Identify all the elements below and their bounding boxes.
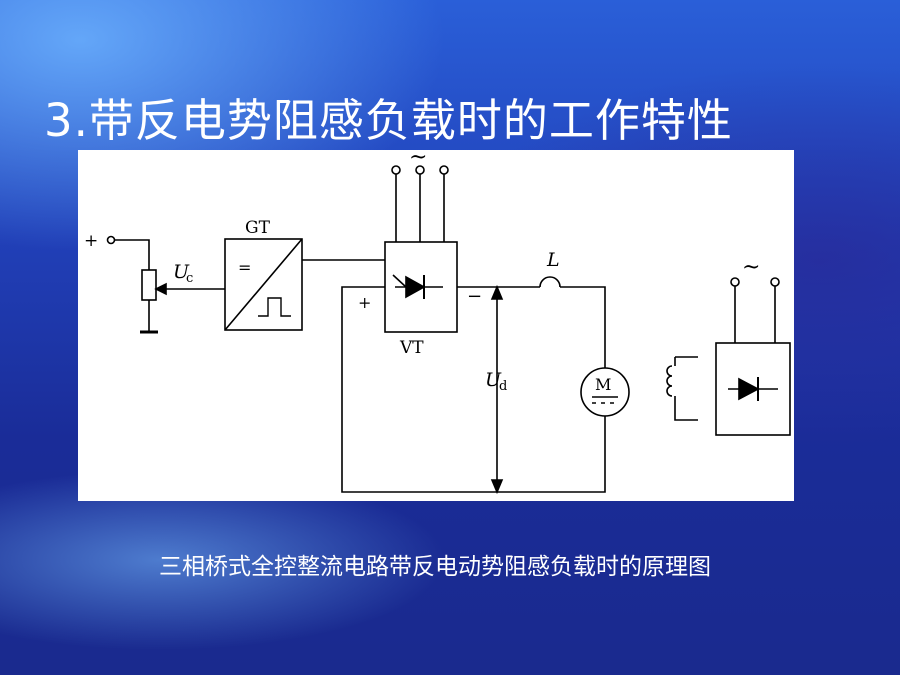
dc-output-wires [341, 276, 606, 493]
potentiometer [140, 269, 158, 334]
gate-wire [302, 259, 394, 275]
gt-label: GT [245, 218, 271, 238]
input-plus-label: + [84, 231, 98, 251]
vt-plus-label: + [358, 293, 371, 312]
slide-title: 3.带反电势阻感负载时的工作特性 [44, 94, 733, 147]
wiper-arrow [154, 282, 225, 296]
input-terminal [106, 235, 150, 270]
uc-subscript: c [186, 271, 193, 286]
ud-subscript: d [499, 379, 507, 394]
motor-label: M [595, 375, 611, 394]
motor-symbol [580, 367, 630, 417]
figure-caption: 三相桥式全控整流电路带反电动势阻感负载时的原理图 [159, 554, 711, 580]
circuit-svg: + U c GT = ~ VT + − L U d M ~ [84, 150, 791, 495]
field-rectifier-block [715, 342, 791, 436]
field-coil [666, 356, 698, 421]
uc-label: U [173, 261, 190, 283]
field-ac-symbol: ~ [742, 255, 760, 280]
field-ac-terminals [730, 277, 780, 343]
ud-arrow [490, 284, 504, 495]
vt-label: VT [399, 338, 424, 358]
inductor-label: L [546, 249, 560, 271]
vt-minus-label: − [467, 286, 482, 307]
ud-label: U [485, 369, 502, 391]
gt-trigger-block [224, 238, 303, 331]
circuit-diagram: + U c GT = ~ VT + − L U d M ~ [78, 150, 794, 501]
vt-bridge-block [384, 241, 458, 333]
gt-equals-symbol: = [238, 258, 251, 277]
ac-supply-terminals [391, 165, 449, 242]
ac-supply-symbol: ~ [409, 150, 427, 170]
